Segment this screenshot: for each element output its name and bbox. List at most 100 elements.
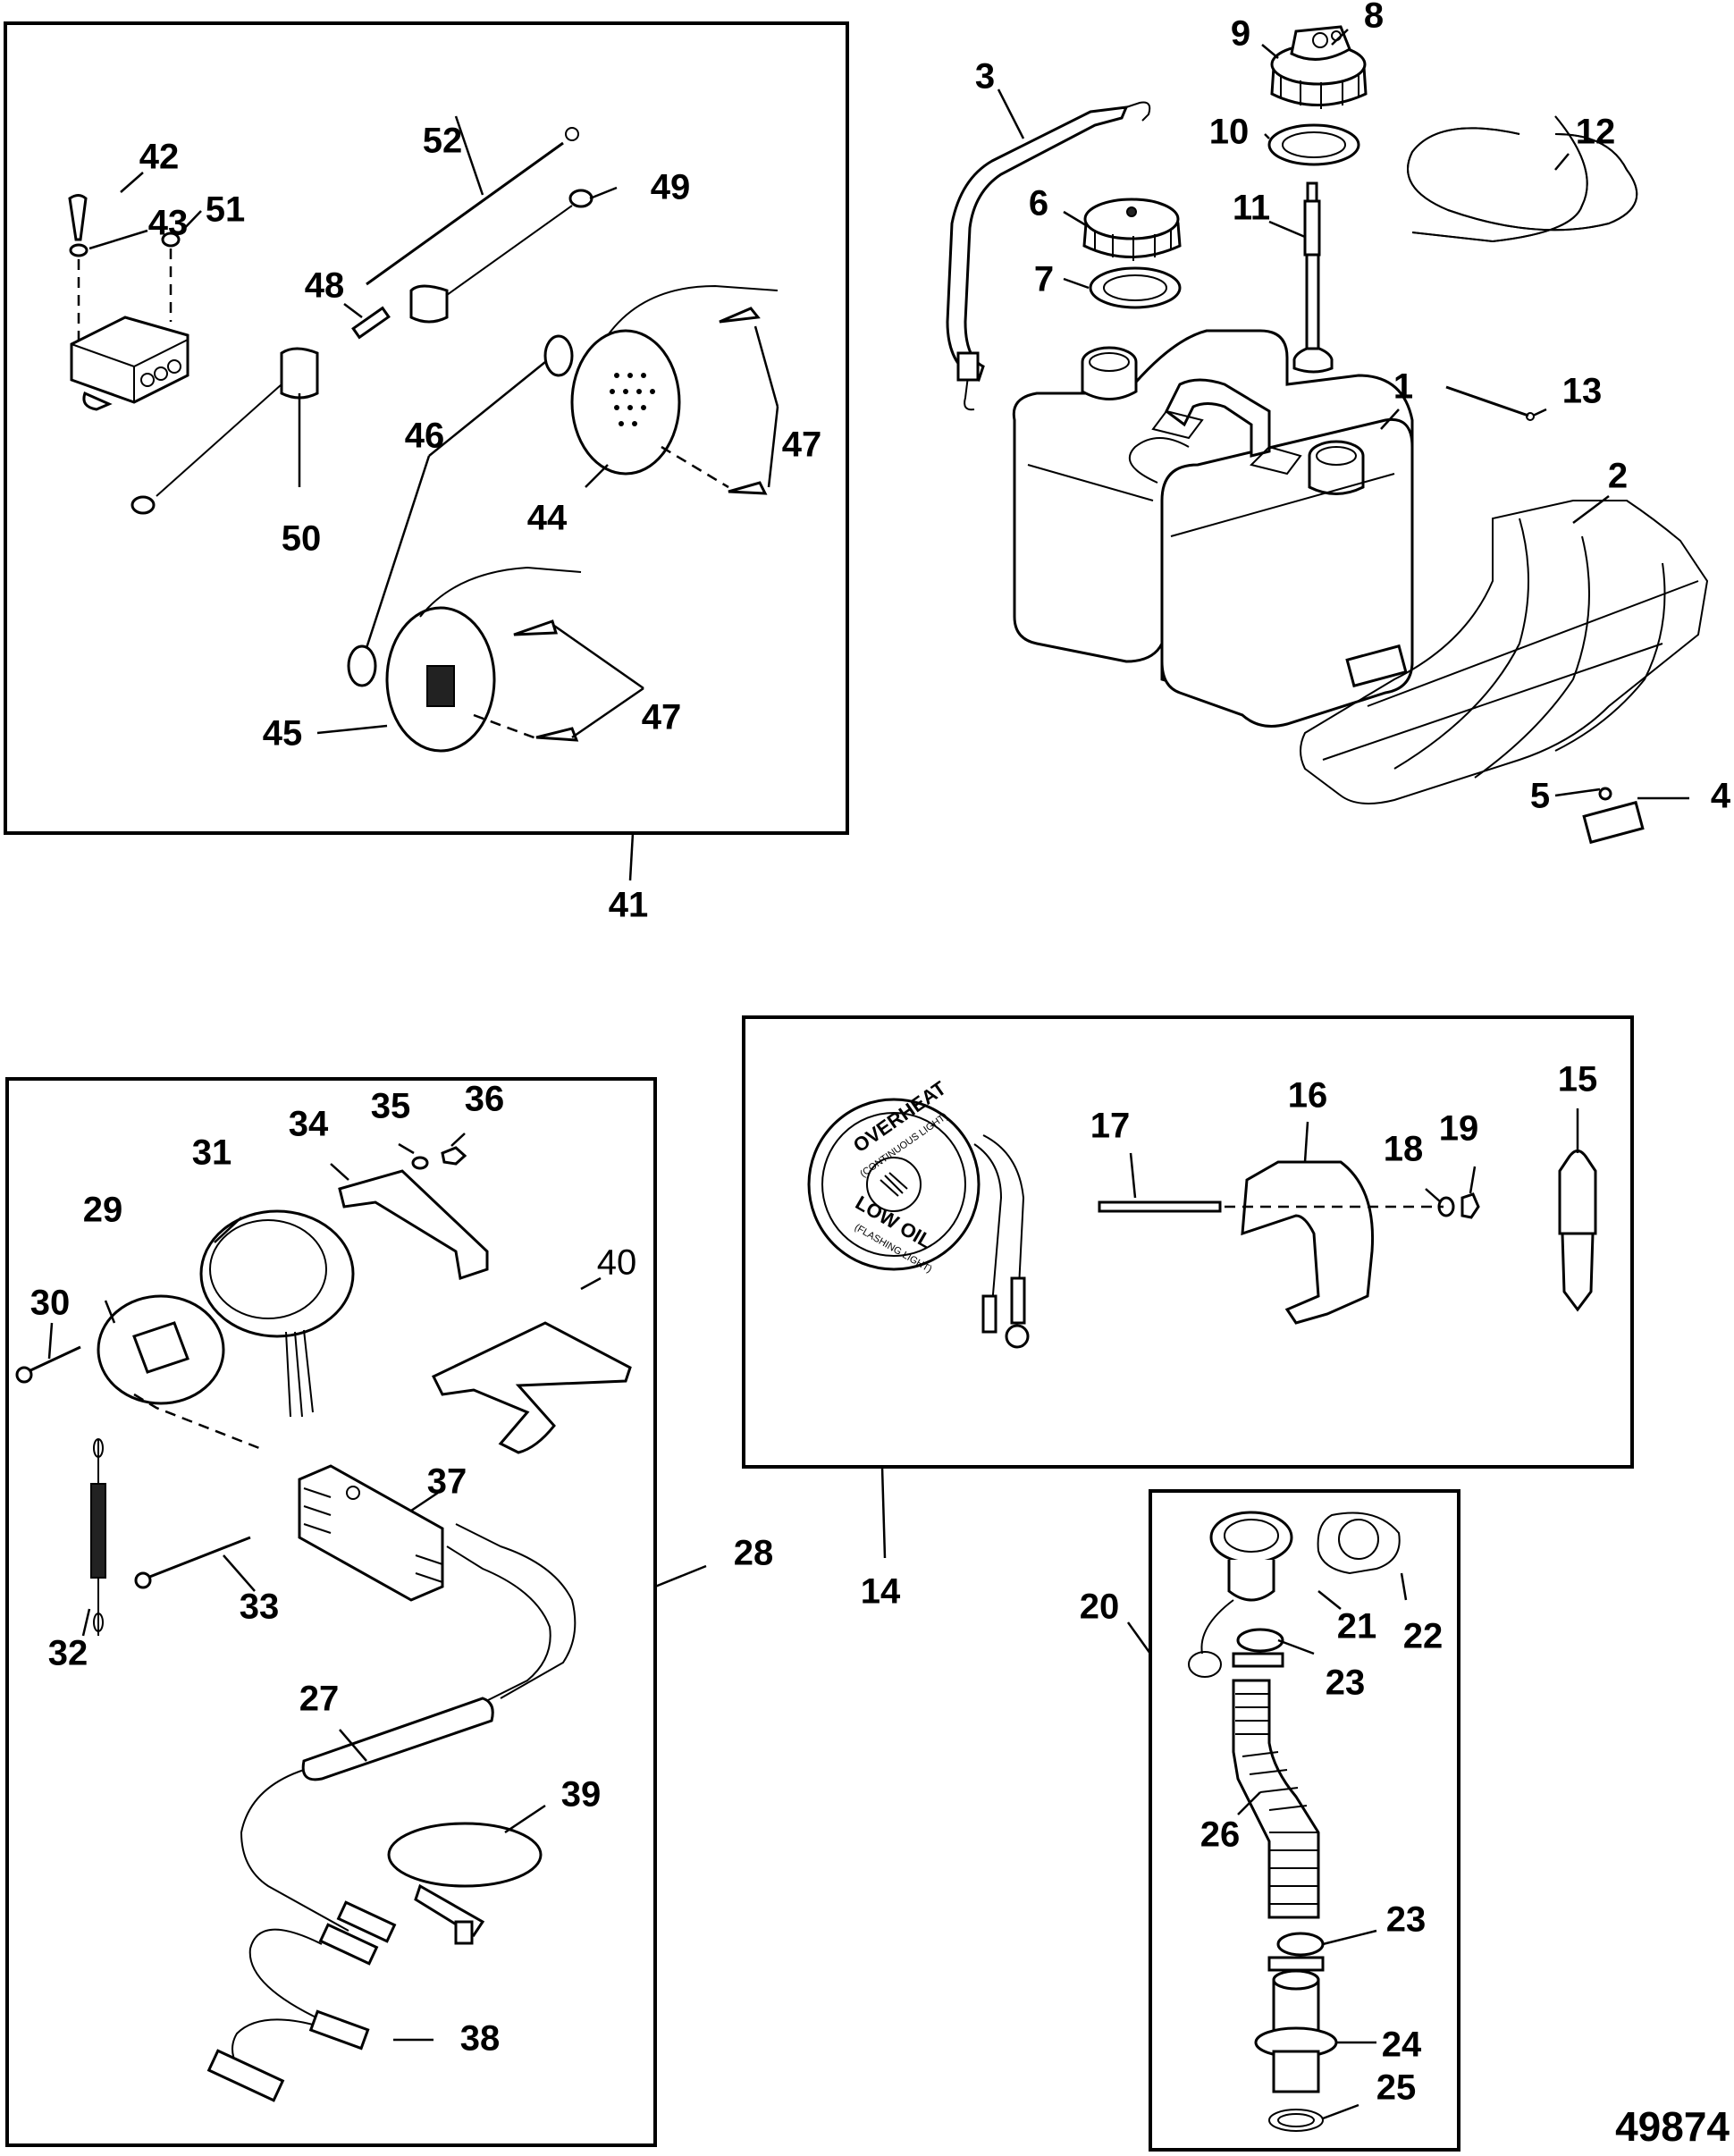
gauge-bezel-29[interactable] xyxy=(97,1294,225,1405)
fuel-gauge-cap[interactable] xyxy=(1270,25,1368,109)
tank-cap[interactable] xyxy=(1082,198,1182,261)
callout-20[interactable]: 20 xyxy=(1080,1588,1120,1627)
oil-tank[interactable] xyxy=(1012,329,1414,728)
cable-strap-39[interactable] xyxy=(387,1822,543,1945)
heat-sink-37[interactable] xyxy=(298,1464,444,1602)
deck-fitting-24[interactable] xyxy=(1254,1969,1338,2093)
horn-44[interactable] xyxy=(570,284,779,476)
callout-5[interactable]: 5 xyxy=(1530,777,1550,816)
callout-16[interactable]: 16 xyxy=(1288,1076,1328,1116)
harness-27[interactable] xyxy=(240,1523,577,1932)
callout-17[interactable]: 17 xyxy=(1090,1107,1131,1146)
callout-3[interactable]: 3 xyxy=(975,57,995,97)
callout-9[interactable]: 9 xyxy=(1231,14,1250,54)
callout-35[interactable]: 35 xyxy=(371,1087,411,1126)
callout-27[interactable]: 27 xyxy=(299,1680,340,1719)
callout-39[interactable]: 39 xyxy=(561,1775,602,1815)
fill-cap-21[interactable] xyxy=(1188,1511,1293,1678)
callout-32[interactable]: 32 xyxy=(48,1634,88,1673)
callout-25[interactable]: 25 xyxy=(1376,2068,1417,2108)
callout-26[interactable]: 26 xyxy=(1200,1815,1241,1855)
callout-10[interactable]: 10 xyxy=(1209,113,1250,152)
callout-36[interactable]: 36 xyxy=(465,1080,505,1119)
callout-37[interactable]: 37 xyxy=(427,1462,467,1502)
gauge-gasket[interactable] xyxy=(1267,123,1360,166)
callout-47b[interactable]: 47 xyxy=(642,698,682,737)
hose-clamp-23b[interactable] xyxy=(1267,1932,1325,1972)
callout-47a[interactable]: 47 xyxy=(782,425,822,465)
callout-42[interactable]: 42 xyxy=(139,138,180,177)
callout-13[interactable]: 13 xyxy=(1562,372,1603,411)
callout-8[interactable]: 8 xyxy=(1364,0,1384,36)
gauge-body-31[interactable] xyxy=(199,1209,355,1418)
stud-17[interactable] xyxy=(1098,1200,1222,1213)
callout-7[interactable]: 7 xyxy=(1034,260,1054,299)
rectifier-module[interactable] xyxy=(70,316,189,411)
fuel-hose[interactable] xyxy=(1407,115,1638,243)
callout-19[interactable]: 19 xyxy=(1439,1109,1479,1149)
callout-33[interactable]: 33 xyxy=(240,1588,280,1627)
screws-47[interactable] xyxy=(513,307,768,742)
cap-gasket[interactable] xyxy=(1089,266,1182,309)
cotter-pin[interactable] xyxy=(1445,385,1535,421)
screw-42[interactable] xyxy=(68,194,88,241)
gasket-22[interactable] xyxy=(1317,1512,1401,1575)
pickup-tube[interactable] xyxy=(1292,181,1334,374)
callout-52[interactable]: 52 xyxy=(423,122,463,161)
callout-2[interactable]: 2 xyxy=(1608,457,1628,496)
callout-31[interactable]: 31 xyxy=(192,1133,232,1173)
callout-28[interactable]: 28 xyxy=(734,1534,774,1573)
callout-24[interactable]: 24 xyxy=(1382,2025,1422,2065)
lamp-bracket-16[interactable] xyxy=(1241,1160,1375,1325)
washer-35[interactable] xyxy=(411,1156,429,1170)
tank-bracket[interactable] xyxy=(1300,500,1709,845)
bracket-34[interactable] xyxy=(338,1169,489,1280)
callout-34[interactable]: 34 xyxy=(289,1105,329,1144)
screw-33[interactable] xyxy=(134,1536,251,1589)
fuse-48[interactable] xyxy=(351,306,391,340)
gasket-40[interactable] xyxy=(431,1321,632,1454)
hose-clamp-23a[interactable] xyxy=(1232,1628,1284,1668)
callout-49[interactable]: 49 xyxy=(651,168,691,207)
callout-44[interactable]: 44 xyxy=(527,499,568,538)
nut-36[interactable] xyxy=(441,1146,467,1166)
callout-51[interactable]: 51 xyxy=(206,190,246,230)
washer-43[interactable] xyxy=(69,243,88,257)
nut-19[interactable] xyxy=(1460,1192,1480,1219)
callout-38[interactable]: 38 xyxy=(460,2019,501,2059)
warning-gauge[interactable]: OVERHEAT (CONTINUOUS LIGHT) LOW OIL (FLA… xyxy=(807,1076,1030,1349)
callout-6[interactable]: 6 xyxy=(1029,184,1048,223)
oring-46a[interactable] xyxy=(543,334,574,377)
callout-40[interactable]: 40 xyxy=(597,1243,637,1283)
callout-21[interactable]: 21 xyxy=(1337,1607,1377,1646)
callout-12[interactable]: 12 xyxy=(1576,113,1616,152)
callout-4[interactable]: 4 xyxy=(1711,777,1731,816)
callout-46[interactable]: 46 xyxy=(405,417,445,456)
callout-23b[interactable]: 23 xyxy=(1386,1900,1427,1940)
callout-1[interactable]: 1 xyxy=(1393,367,1413,407)
callout-29[interactable]: 29 xyxy=(83,1191,123,1230)
switch-45[interactable] xyxy=(385,566,582,753)
callout-22[interactable]: 22 xyxy=(1403,1617,1444,1656)
callout-14[interactable]: 14 xyxy=(861,1572,901,1612)
callout-15[interactable]: 15 xyxy=(1558,1060,1598,1099)
callout-18[interactable]: 18 xyxy=(1384,1130,1424,1169)
bulb-15[interactable] xyxy=(1558,1150,1597,1312)
fill-hose-26[interactable] xyxy=(1232,1679,1320,1919)
callout-50[interactable]: 50 xyxy=(282,519,322,559)
washer-25[interactable] xyxy=(1268,2109,1324,2132)
fuse-holder-49[interactable] xyxy=(409,189,593,324)
callout-45[interactable]: 45 xyxy=(263,714,303,754)
tank-strap[interactable] xyxy=(946,101,1151,411)
bracket-clamp[interactable] xyxy=(1598,787,1612,801)
oring-46b[interactable] xyxy=(347,644,377,687)
screw-30[interactable] xyxy=(15,1345,81,1384)
callout-41[interactable]: 41 xyxy=(609,886,649,925)
callout-43[interactable]: 43 xyxy=(148,204,189,243)
wire-52[interactable] xyxy=(366,127,579,286)
callout-48[interactable]: 48 xyxy=(305,266,345,306)
connectors-38[interactable] xyxy=(206,1900,397,2102)
fuse-holder-50[interactable] xyxy=(130,347,319,515)
callout-11[interactable]: 11 xyxy=(1233,189,1270,228)
callout-23a[interactable]: 23 xyxy=(1326,1663,1366,1703)
